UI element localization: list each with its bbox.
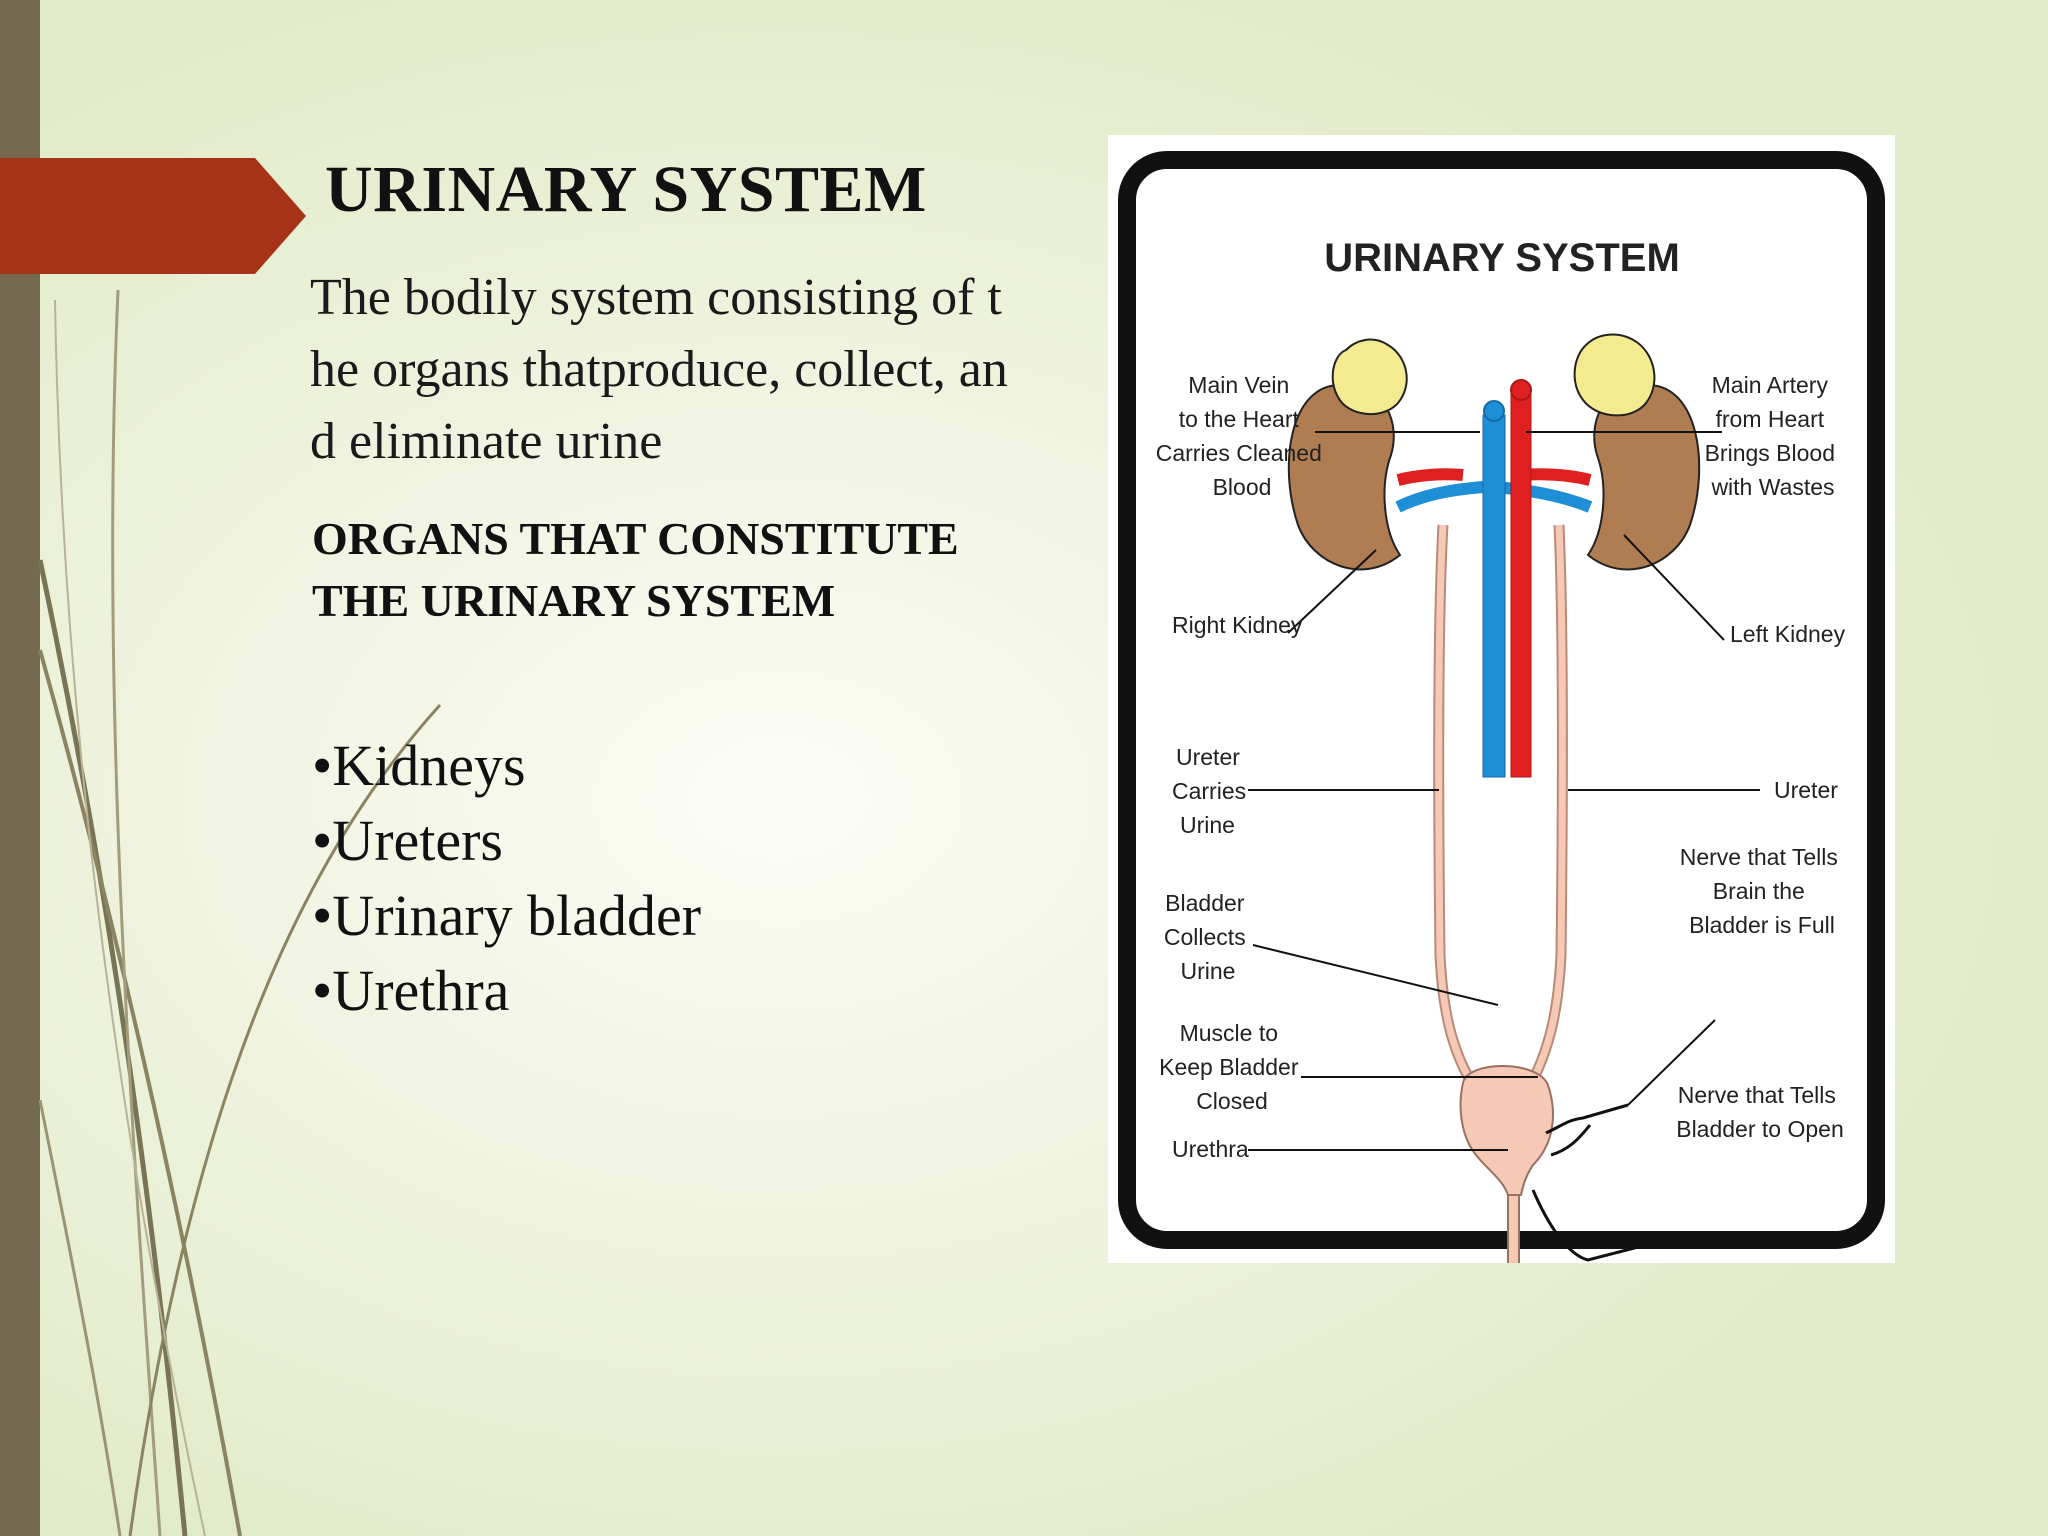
aorta-and-vena-cava (1482, 379, 1532, 778)
label-bladder: Urine (1181, 958, 1236, 984)
label-right-kidney: Right Kidney (1172, 612, 1303, 638)
label-bladder: Bladder (1165, 890, 1245, 916)
label-nerve-bladder-full: Nerve that Tells (1680, 844, 1838, 870)
definition-line: he organs thatproduce, collect, an (310, 341, 1008, 398)
definition-line: The bodily system consisting of t (310, 269, 1002, 326)
label-main-vein: Blood (1213, 474, 1272, 500)
slide-title: URINARY SYSTEM (325, 153, 927, 226)
label-ureter: Ureter (1774, 777, 1838, 803)
label-main-artery: Main Artery (1712, 372, 1829, 398)
organs-heading-line: ORGANS THAT CONSTITUTE (312, 513, 959, 564)
label-bladder: Collects (1164, 924, 1246, 950)
pointer-lines (1248, 431, 1760, 1151)
organ-item-urethra: •Urethra (312, 958, 510, 1023)
label-main-artery: Brings Blood (1705, 440, 1835, 466)
svg-text:Nerve that Tells Brain: Nerve that Tells Brain the Bladder is Fu… (1680, 844, 1844, 938)
bladder-icon (1459, 1065, 1554, 1263)
organs-heading: ORGANS THAT CONSTITUTE THE URINARY SYSTE… (312, 508, 959, 632)
label-main-artery: with Wastes (1710, 474, 1834, 500)
organ-item-ureters: •Ureters (312, 808, 503, 873)
organ-item-kidneys: •Kidneys (312, 733, 526, 798)
label-nerve-bladder-open: Nerve that Tells (1678, 1082, 1836, 1108)
ureters (1433, 524, 1568, 1083)
organ-item-urinary-bladder: •Urinary bladder (312, 883, 702, 948)
svg-text:Ureter Carries: Ureter Carries Urine (1172, 744, 1253, 838)
label-main-vein: to the Heart (1179, 406, 1300, 432)
label-muscle: Keep Bladder (1159, 1054, 1299, 1080)
svg-text:Muscle to Keep Bladder: Muscle to Keep Bladder Closed (1159, 1020, 1305, 1114)
label-main-vein: Carries Cleaned (1156, 440, 1322, 466)
organ-list: •Kidneys •Ureters •Urinary bladder •Uret… (312, 728, 701, 1028)
label-ureter-carries-urine: Ureter (1176, 744, 1240, 770)
label-urethra: Urethra (1172, 1136, 1249, 1162)
diagram-labels: Main Vein to the Heart Carries Cleaned B… (1156, 372, 1846, 1162)
label-muscle: Muscle to (1180, 1020, 1278, 1046)
diagram-title: URINARY SYSTEM (1324, 236, 1680, 280)
definition-text: The bodily system consisting of t he org… (310, 262, 1090, 478)
label-ureter-carries-urine: Carries (1172, 778, 1246, 804)
title-arrow-flag (0, 158, 306, 274)
svg-text:Main Artery from Heart: Main Artery from Heart Brings Blood with… (1705, 372, 1842, 500)
urinary-system-diagram: URINARY SYSTEM (1108, 135, 1895, 1263)
decorative-grass-strokes (37, 289, 442, 1536)
svg-text:Nerve that Tells Bladd: Nerve that Tells Bladder to Open (1676, 1082, 1844, 1142)
svg-text:Main Vein to the Heart: Main Vein to the Heart Carries Cleaned B… (1156, 372, 1329, 500)
label-main-vein: Main Vein (1188, 372, 1289, 398)
label-nerve-bladder-full: Brain the (1713, 878, 1805, 904)
label-ureter-carries-urine: Urine (1180, 812, 1235, 838)
label-main-artery: from Heart (1715, 406, 1824, 432)
label-nerve-bladder-open: Bladder to Open (1676, 1116, 1844, 1142)
label-left-kidney: Left Kidney (1730, 621, 1846, 647)
nerves (1531, 1103, 1647, 1262)
label-muscle: Closed (1196, 1088, 1268, 1114)
organs-heading-line: THE URINARY SYSTEM (312, 575, 836, 626)
svg-text:Bladder Collects: Bladder Collects Urine (1164, 890, 1252, 984)
definition-line: d eliminate urine (310, 413, 663, 470)
label-nerve-bladder-full: Bladder is Full (1689, 912, 1835, 938)
